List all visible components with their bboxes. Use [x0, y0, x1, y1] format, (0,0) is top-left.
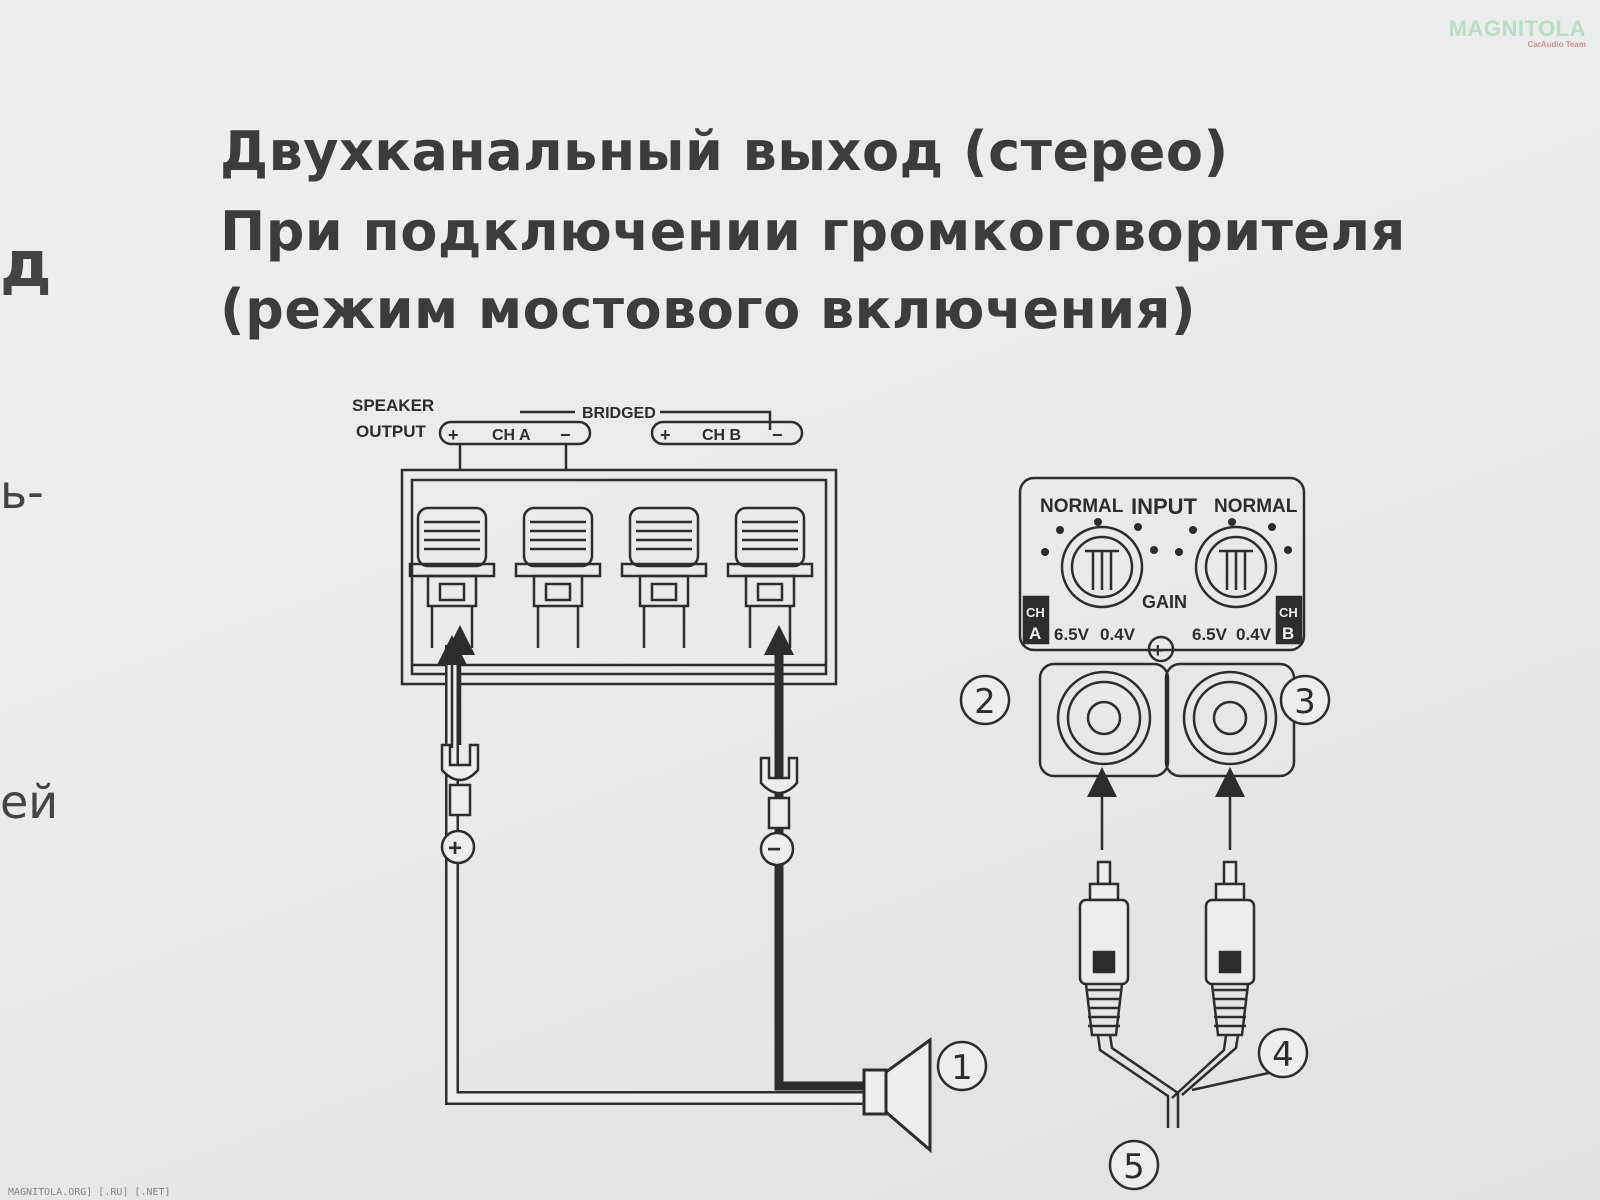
knob-dots: [1041, 518, 1292, 556]
title-line-2: При подключении громкоговорителя: [220, 200, 1406, 263]
rca-cables: [1096, 1034, 1283, 1128]
callout-5: 5: [1123, 1147, 1145, 1187]
lead-polarity-markers: + −: [440, 829, 795, 867]
screw-terminal-1: [408, 506, 496, 648]
ch-b-polarity-pill: [650, 420, 804, 446]
callout-numbers: 1 2 3 4 5: [936, 674, 1331, 1191]
ch-b-minus-sign: −: [772, 425, 783, 445]
input-label: INPUT: [1131, 494, 1198, 519]
spade-lugs: [440, 743, 799, 830]
rca-plug-a: [1078, 860, 1130, 1037]
screw-terminal-4: [726, 506, 814, 648]
speaker-wires: [437, 635, 868, 1105]
speaker-icon: [862, 1037, 932, 1154]
normal-right-label: NORMAL: [1214, 496, 1298, 517]
ch-b-plus-sign: +: [660, 425, 671, 445]
speaker-label: SPEAKER: [352, 396, 434, 415]
watermark-sub: CarAudio Team: [1527, 40, 1586, 49]
minus-lead-marker: −: [767, 836, 781, 863]
gain-label: GAIN: [1142, 592, 1187, 612]
ch-a-voltage-high: 6.5V: [1054, 625, 1090, 644]
callout-3: 3: [1294, 682, 1316, 722]
ch-b-badge-letter: B: [1282, 624, 1294, 643]
screw-terminal-3: [620, 506, 708, 648]
callout-4-circle: [1257, 1027, 1309, 1079]
input-panel: NORMAL INPUT NORMAL GAIN CH A CH B 6.5V …: [1018, 476, 1306, 778]
left-page-fragment-1: д: [0, 228, 52, 302]
plus-lead-marker: +: [448, 835, 462, 862]
ch-a-badge-letter: A: [1029, 624, 1041, 643]
ch-a-plus-sign: +: [448, 425, 459, 445]
gain-knob-a: [1060, 525, 1144, 609]
watermark-logo: MAGNITOLA CarAudio Team: [1449, 16, 1586, 49]
ch-b-label: CH B: [702, 427, 741, 444]
callout-4: 4: [1272, 1035, 1294, 1075]
screw-terminal-2: [514, 506, 602, 648]
callout-1-circle: [936, 1040, 988, 1092]
watermark-brand: MAGNITOLA: [1448, 16, 1586, 41]
rca-plug-arrows: [1087, 767, 1245, 850]
terminal-housing: [400, 468, 838, 686]
ch-b-voltage-high: 6.5V: [1192, 625, 1228, 644]
output-label: OUTPUT: [356, 422, 427, 441]
footer-url: MAGNITOLA.ORG] [.RU] [.NET]: [8, 1187, 171, 1198]
rca-plugs: [1078, 860, 1256, 1037]
ch-b-badge: [1275, 595, 1303, 645]
callout-3-circle: [1279, 674, 1331, 726]
input-panel-frame: [1018, 476, 1306, 652]
ch-b-voltage-low: 0.4V: [1236, 625, 1272, 644]
ch-a-polarity-pill: [438, 420, 592, 446]
wire-arrows: [445, 625, 794, 760]
ch-a-label: CH A: [492, 427, 531, 444]
callout-1: 1: [951, 1048, 973, 1088]
normal-left-label: NORMAL: [1040, 496, 1124, 517]
callout-2: 2: [974, 682, 996, 722]
ch-b-badge-ch: CH: [1279, 605, 1298, 620]
ch-a-voltage-low: 0.4V: [1100, 625, 1136, 644]
screwdriver-icon: [1147, 635, 1175, 663]
speaker-terminal-block: SPEAKER OUTPUT BRIDGED CH A + − CH B + −: [352, 396, 838, 686]
screwdriver-plus: +: [1152, 640, 1164, 662]
title-line-1: Двухканальный выход (стерео): [220, 120, 1229, 183]
title-line-3: (режим мостового включения): [220, 278, 1197, 341]
callout-5-circle: [1108, 1139, 1160, 1191]
ch-a-badge-ch: CH: [1026, 605, 1045, 620]
rca-plug-b: [1204, 860, 1256, 1037]
left-page-fragment-3: ей: [0, 775, 59, 829]
ch-a-badge: [1022, 595, 1050, 645]
callout-2-circle: [959, 674, 1011, 726]
ch-a-minus-sign: −: [560, 425, 571, 445]
gain-knob-b: [1194, 525, 1278, 609]
left-page-fragment-2: ь-: [0, 465, 44, 519]
bridged-label: BRIDGED: [582, 405, 656, 422]
